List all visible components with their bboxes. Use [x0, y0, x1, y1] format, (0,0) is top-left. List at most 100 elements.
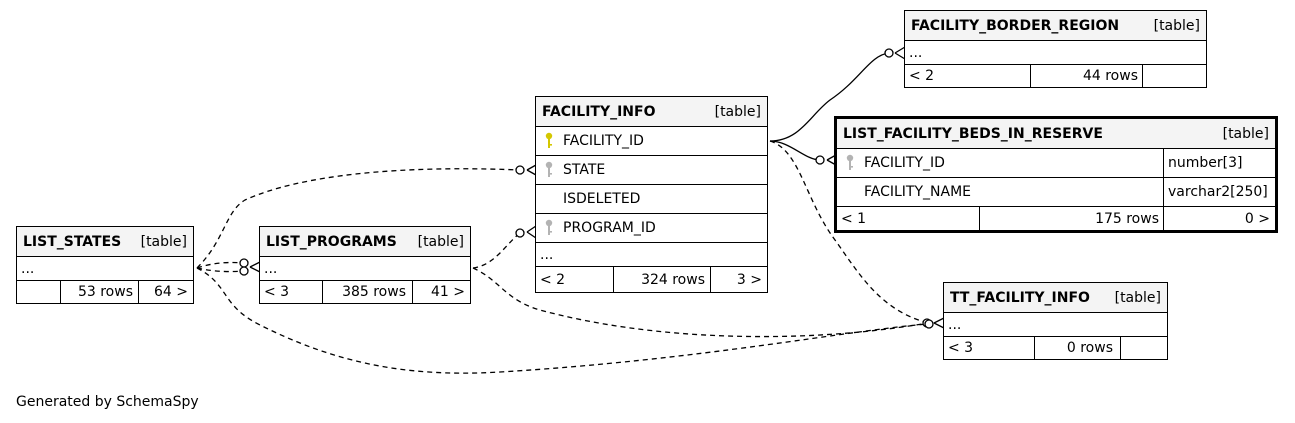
table-footer: < 3 385 rows 41 > [260, 281, 470, 303]
column-name: FACILITY_NAME [864, 184, 972, 200]
footer-divider [710, 267, 711, 292]
table-header: LIST_PROGRAMS [table] [260, 227, 470, 257]
column-row[interactable]: FACILITY_ID [536, 127, 767, 156]
table-kind: [table] [1153, 17, 1200, 34]
table-footer: 53 rows 64 > [17, 281, 193, 303]
ellipsis: ... [21, 260, 35, 277]
table-name[interactable]: LIST_FACILITY_BEDS_IN_RESERVE [843, 125, 1103, 142]
optional-marker-list-facility-beds [815, 155, 825, 165]
table-name[interactable]: FACILITY_BORDER_REGION [911, 17, 1120, 34]
foreign-key-icon [545, 161, 553, 177]
parents-link[interactable]: < 2 [540, 271, 566, 288]
table-kind: [table] [714, 103, 761, 120]
parents-link[interactable]: < 3 [948, 340, 974, 356]
crowfoot-list-programs [249, 261, 261, 273]
crowfoot-facility-info-program [526, 225, 537, 239]
primary-key-icon [545, 132, 553, 148]
ellipsis: ... [948, 316, 962, 333]
optional-marker-facility-border-region [884, 48, 894, 58]
children-link[interactable]: 0 > [1244, 210, 1270, 227]
edge-facility-info-to-list-facility-beds [769, 140, 821, 161]
optional-marker-facility-info-program [515, 228, 525, 238]
row-count: 0 rows [1066, 340, 1113, 356]
table-header: FACILITY_BORDER_REGION [table] [905, 11, 1206, 41]
edge-list-states-to-list-programs-a [196, 261, 245, 269]
optional-marker-list-programs-b [239, 266, 249, 276]
crowfoot-facility-info-state [526, 164, 537, 176]
edge-facility-info-to-tt-facility-info [769, 140, 929, 324]
table-name[interactable]: LIST_PROGRAMS [266, 233, 397, 250]
row-count: 175 rows [1095, 210, 1159, 227]
ellipsis: ... [264, 260, 278, 277]
table-footer: < 3 0 rows [944, 337, 1167, 359]
column-name: FACILITY_ID [563, 133, 644, 149]
footer-divider [1142, 65, 1143, 87]
children-link[interactable]: 64 > [154, 284, 188, 300]
table-facility-info[interactable]: FACILITY_INFO [table] FACILITY_ID STATE … [535, 96, 768, 293]
foreign-key-icon [545, 219, 553, 235]
column-row[interactable]: ISDELETED [536, 185, 767, 214]
table-footer: < 2 324 rows 3 > [536, 267, 767, 292]
table-header: TT_FACILITY_INFO [table] [944, 283, 1167, 313]
optional-marker-list-programs-a [239, 258, 249, 268]
ellipsis: ... [540, 246, 554, 263]
footer-divider [60, 281, 61, 303]
children-link[interactable]: 3 > [736, 271, 762, 288]
column-name: PROGRAM_ID [563, 220, 656, 236]
footer-divider [979, 207, 980, 230]
optional-marker-tt-facility-info-b [924, 319, 934, 329]
table-name[interactable]: LIST_STATES [23, 233, 122, 250]
table-facility-border-region[interactable]: FACILITY_BORDER_REGION [table] ... < 2 4… [904, 10, 1207, 88]
edge-list-states-to-tt-facility-info [196, 267, 929, 374]
table-tt-facility-info[interactable]: TT_FACILITY_INFO [table] ... < 3 0 rows [943, 282, 1168, 360]
columns-ellipsis-row: ... [905, 41, 1206, 65]
edge-list-programs-to-facility-info-program [472, 232, 521, 269]
column-type: varchar2[250] [1163, 178, 1268, 206]
column-row[interactable]: FACILITY_ID number[3] [837, 149, 1275, 178]
edge-facility-info-to-facility-border-region [769, 52, 890, 142]
column-name: ISDELETED [563, 191, 641, 207]
generated-by-label: Generated by SchemaSpy [16, 394, 199, 410]
optional-marker-facility-info-state [515, 165, 525, 175]
column-name: FACILITY_ID [864, 155, 945, 171]
table-header: LIST_STATES [table] [17, 227, 193, 257]
children-link[interactable]: 41 > [431, 284, 465, 300]
table-list-states[interactable]: LIST_STATES [table] ... 53 rows 64 > [16, 226, 194, 304]
column-type: number[3] [1163, 149, 1242, 177]
footer-divider [1163, 207, 1164, 230]
parents-link[interactable]: < 3 [264, 284, 290, 300]
table-kind: [table] [140, 233, 187, 250]
edge-list-states-to-list-programs-b [196, 267, 245, 273]
footer-divider [138, 281, 139, 303]
row-count: 44 rows [1082, 68, 1138, 84]
table-list-facility-beds-in-reserve[interactable]: LIST_FACILITY_BEDS_IN_RESERVE [table] FA… [834, 116, 1278, 233]
columns-ellipsis-row: ... [536, 243, 767, 267]
table-kind: [table] [1114, 289, 1161, 306]
row-count: 385 rows [342, 284, 406, 300]
table-list-programs[interactable]: LIST_PROGRAMS [table] ... < 3 385 rows 4… [259, 226, 471, 304]
columns-ellipsis-row: ... [260, 257, 470, 281]
table-header: FACILITY_INFO [table] [536, 97, 767, 127]
column-row[interactable]: STATE [536, 156, 767, 185]
footer-divider [1034, 337, 1035, 359]
table-footer: < 1 175 rows 0 > [837, 207, 1275, 230]
footer-divider [1030, 65, 1031, 87]
columns-ellipsis-row: ... [17, 257, 193, 281]
footer-divider [1120, 337, 1121, 359]
parents-link[interactable]: < 2 [909, 68, 935, 84]
table-name[interactable]: FACILITY_INFO [542, 103, 656, 120]
table-name[interactable]: TT_FACILITY_INFO [950, 289, 1090, 306]
columns-ellipsis-row: ... [944, 313, 1167, 337]
table-footer: < 2 44 rows [905, 65, 1206, 87]
row-count: 53 rows [77, 284, 133, 300]
crowfoot-tt-facility-info [933, 317, 945, 329]
column-row[interactable]: PROGRAM_ID [536, 214, 767, 243]
parents-link[interactable]: < 1 [841, 210, 867, 227]
crowfoot-facility-border-region [894, 46, 906, 60]
column-row[interactable]: FACILITY_NAME varchar2[250] [837, 178, 1275, 207]
row-count: 324 rows [641, 271, 705, 288]
foreign-key-icon [846, 154, 854, 170]
footer-divider [412, 281, 413, 303]
table-kind: [table] [1222, 125, 1269, 142]
